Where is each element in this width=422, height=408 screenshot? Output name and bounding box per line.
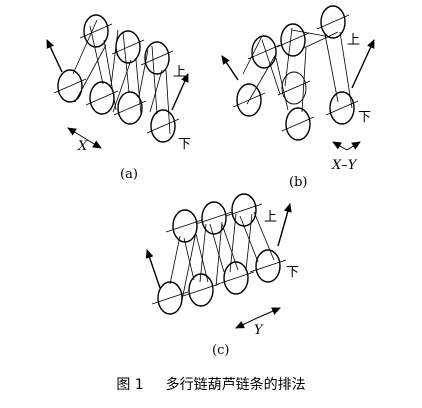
panel-b-wheel-lower-2 <box>285 107 311 141</box>
panel-a <box>46 14 189 149</box>
panel-a-caption-label: (a) <box>120 167 138 182</box>
panel-c-direction-arrow-1 <box>235 317 258 329</box>
panel-b-wheel-middle <box>281 71 307 105</box>
panel-a-wheel-lower-2 <box>89 81 115 115</box>
panel-b-direction-label: X–Y <box>331 158 358 173</box>
panel-b-axis-lines <box>232 14 359 132</box>
panel-b-caption-label: (b) <box>289 175 307 190</box>
panel-a-direction-label: X <box>77 139 88 154</box>
panel-a-wheel-upper-1 <box>83 14 109 48</box>
panel-c-direction-arrow-2 <box>256 307 281 319</box>
panel-b-direction-arrow-1 <box>332 141 348 151</box>
panel-a-wheel-lower-4 <box>150 109 176 143</box>
panel-b-wheel-lower-1 <box>236 83 262 117</box>
figure-title: 多行链葫芦链条的排法 <box>165 377 306 393</box>
panel-a-wheel-upper-2 <box>115 30 141 64</box>
panel-a-direction-arrow-2 <box>85 138 102 149</box>
figure-number: 图 1 <box>116 377 144 393</box>
panel-c-wheel-upper-3 <box>231 193 257 227</box>
panel-a-wheel-lower-1 <box>57 69 83 103</box>
panel-c-arrow-left <box>145 249 161 289</box>
panel-c-arrow-right <box>277 203 292 247</box>
panel-c-wheel-lower-3 <box>223 261 249 295</box>
panel-a-direction-arrow-1 <box>67 127 87 140</box>
panel-b-direction-arrow-2 <box>346 141 361 151</box>
panel-b-wheel-upper-2 <box>280 23 306 57</box>
panel-c-lower-label: 下 <box>286 265 299 280</box>
panel-a-wheel-lower-3 <box>117 91 143 125</box>
panel-a-lower-label: 下 <box>178 137 191 152</box>
panel-c-upper-label: 上 <box>264 210 277 225</box>
figure-caption: 图 1 多行链葫芦链条的排法 <box>0 374 422 394</box>
panel-b-wheel-upper-1 <box>251 35 277 69</box>
panel-a-arrow-right <box>171 73 189 111</box>
panel-a-arrow-left <box>46 39 63 73</box>
panel-c <box>145 193 292 329</box>
panel-c-axis-lines <box>151 203 287 305</box>
panel-b-arrow-left <box>221 55 239 81</box>
panel-b-wheel-upper-3 <box>320 5 346 39</box>
panel-b-upper-label: 上 <box>347 33 360 48</box>
panel-c-wheel-lower-2 <box>188 273 214 307</box>
panel-a-chain-lines <box>72 19 171 135</box>
panel-c-wheel-lower-4 <box>255 249 281 283</box>
panel-c-wheel-upper-2 <box>201 201 227 235</box>
panel-c-wheel-upper-1 <box>172 209 198 243</box>
panel-a-wheel-upper-3 <box>144 41 170 75</box>
panel-c-caption-label: (c) <box>212 343 229 358</box>
panel-b-chain-lines <box>242 27 353 113</box>
panel-c-direction-label: Y <box>254 323 264 338</box>
panel-b <box>221 5 375 151</box>
panel-b-wheel-lower-3 <box>329 91 355 125</box>
panel-a-axis-lines <box>53 23 180 134</box>
panel-b-arrow-right <box>351 39 375 89</box>
panel-b-lower-label: 下 <box>358 110 371 125</box>
panel-a-upper-label: 上 <box>173 65 186 80</box>
panel-c-wheel-lower-1 <box>157 281 183 315</box>
